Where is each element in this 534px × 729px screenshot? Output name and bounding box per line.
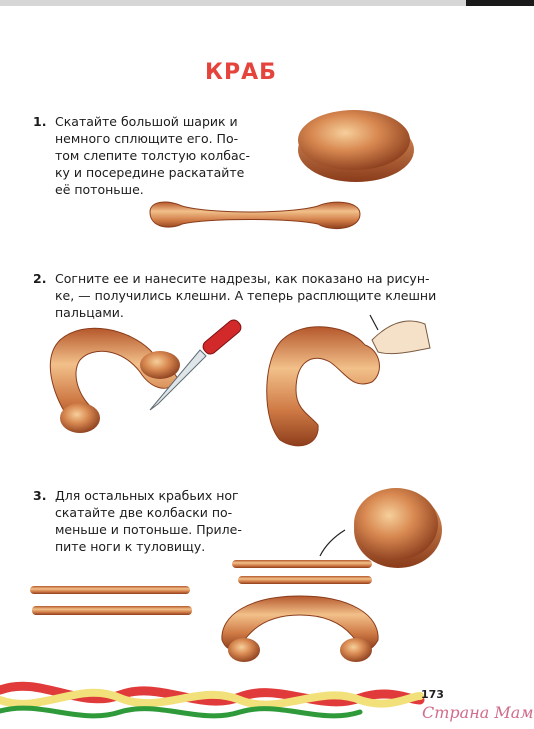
step-1-number: 1. [33,114,47,129]
top-edge-dark-block [466,0,534,6]
thin-rolls-step3 [30,560,372,615]
step-3-line-3: меньше и потоньше. Прилe- [55,522,242,537]
clay-disc-step1 [298,110,414,182]
clay-arch-with-knife [50,319,242,433]
clay-disc-step3 [354,488,442,568]
top-edge-bar [0,0,534,6]
step-2-line-2: ке, — получились клешни. А теперь расплю… [55,288,437,303]
step-3-line-2: скатайте две колбаски по- [55,505,233,520]
arrow-icon [319,529,346,557]
decorative-rope [0,681,425,719]
step-2-line-1: Согните ее и нанесите надрезы, как показ… [55,271,430,286]
step-3-text: Для остальных крабьих ног скатайте две к… [55,487,242,555]
clay-claws-with-finger [266,314,431,447]
page-number: 173 [421,688,444,701]
step-2-text: Согните ее и нанесите надрезы, как показ… [55,270,436,321]
step-1-line-3: том слепите толстую колбас- [55,148,251,163]
step-3-line-1: Для остальных крабьих ног [55,488,239,503]
clay-roll-step1 [149,201,361,230]
step-2-line-3: пальцами. [55,305,124,320]
step-2-number: 2. [33,271,47,286]
step-3-number: 3. [33,488,47,503]
step-1-text: Скатайте большой шарик и немного сплющит… [55,113,250,198]
watermark: Страна Мам [422,703,534,722]
step-3-line-4: пите ноги к туловищу. [55,539,206,554]
step-1-line-1: Скатайте большой шарик и [55,114,238,129]
step-1-line-4: ку и посередине раскатайте [55,165,245,180]
page-title: КРАБ [205,60,277,85]
step-1-line-2: немного сплющите его. По- [55,131,239,146]
crab-body-step3 [221,595,379,662]
step-1-line-5: её потоньше. [55,182,144,197]
